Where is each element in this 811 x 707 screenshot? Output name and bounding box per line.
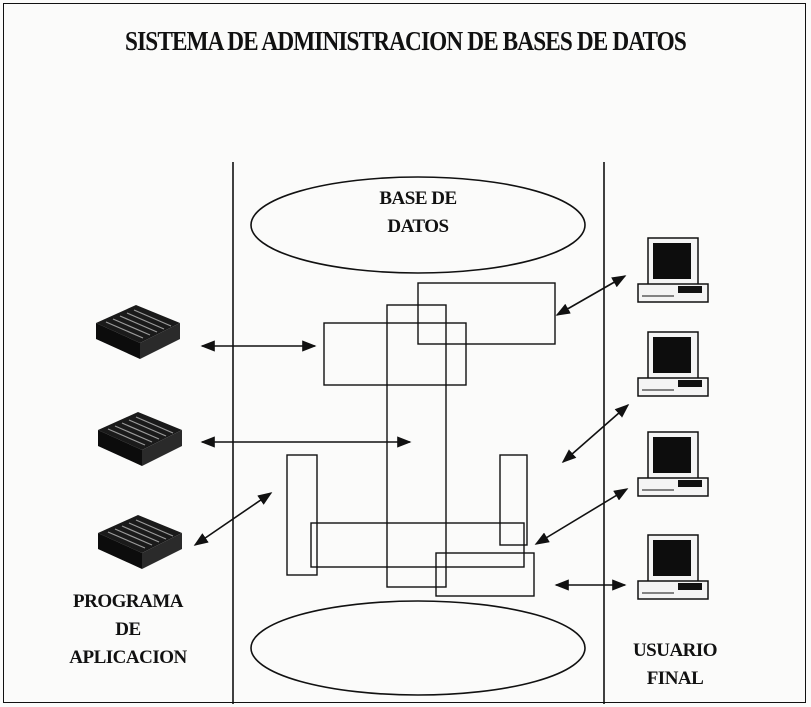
database-label: BASE DE DATOS <box>348 185 488 241</box>
data-block <box>435 552 535 597</box>
arrow <box>534 488 629 545</box>
arrow <box>555 275 627 316</box>
data-block <box>386 304 447 588</box>
diagram-title: SISTEMA DE ADMINISTRACION DE BASES DE DA… <box>125 26 687 56</box>
end-user-label-line: FINAL <box>646 668 704 689</box>
arrow <box>561 403 630 464</box>
data-block <box>323 322 467 386</box>
data-block <box>417 282 556 345</box>
application-label-line: APLICACION <box>69 647 187 668</box>
user-arrows <box>534 275 630 591</box>
data-block <box>310 522 525 568</box>
end-user-label-line: USUARIO <box>632 640 718 661</box>
computer-terminal-icon <box>637 237 709 303</box>
computer-terminal-icon <box>637 534 709 600</box>
application-program-label: PROGRAMA DE APLICACION <box>58 588 198 672</box>
diagram-frame <box>3 3 806 703</box>
application-program-icon <box>98 412 182 466</box>
data-block <box>499 454 528 546</box>
application-label-line: PROGRAMA <box>73 591 183 612</box>
data-structure-blocks <box>286 282 556 597</box>
application-program-icon <box>96 305 180 359</box>
cylinder-bottom-ellipse <box>250 600 586 696</box>
end-user-label: USUARIO FINAL <box>615 637 735 693</box>
data-block <box>286 454 318 576</box>
database-label-line: DATOS <box>387 216 449 237</box>
application-arrows <box>193 340 412 546</box>
application-label-line: DE <box>115 619 141 640</box>
computer-terminal-icon <box>637 331 709 397</box>
computer-terminal-icon <box>637 431 709 497</box>
database-label-line: BASE DE <box>379 188 457 209</box>
application-program-icon <box>98 515 182 569</box>
arrow <box>193 492 273 546</box>
cylinder-top-ellipse <box>250 176 586 274</box>
database-cylinder <box>232 162 605 704</box>
